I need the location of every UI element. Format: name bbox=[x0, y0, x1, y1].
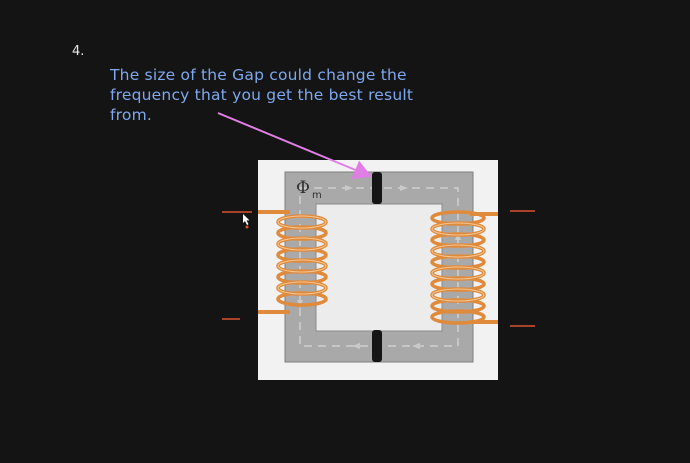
cursor-icon bbox=[243, 214, 250, 225]
annotation-arrow bbox=[217, 112, 372, 180]
annotation-line-3: from. bbox=[110, 106, 152, 124]
bottom-air-gap bbox=[372, 330, 382, 362]
question-number: 4. bbox=[72, 44, 85, 59]
gap-annotation: The size of the Gap could change the fre… bbox=[110, 65, 450, 125]
annotation-line-1: The size of the Gap could change the bbox=[110, 66, 407, 84]
annotation-line-2: frequency that you get the best result bbox=[110, 86, 414, 104]
top-air-gap bbox=[372, 172, 382, 204]
flux-subscript: m bbox=[312, 190, 322, 201]
flux-symbol: Φ bbox=[296, 178, 310, 198]
core-window bbox=[315, 203, 443, 332]
red-dot-marker bbox=[245, 225, 249, 229]
secondary-coil-highlight bbox=[431, 222, 485, 302]
primary-coil-highlight bbox=[277, 215, 327, 295]
